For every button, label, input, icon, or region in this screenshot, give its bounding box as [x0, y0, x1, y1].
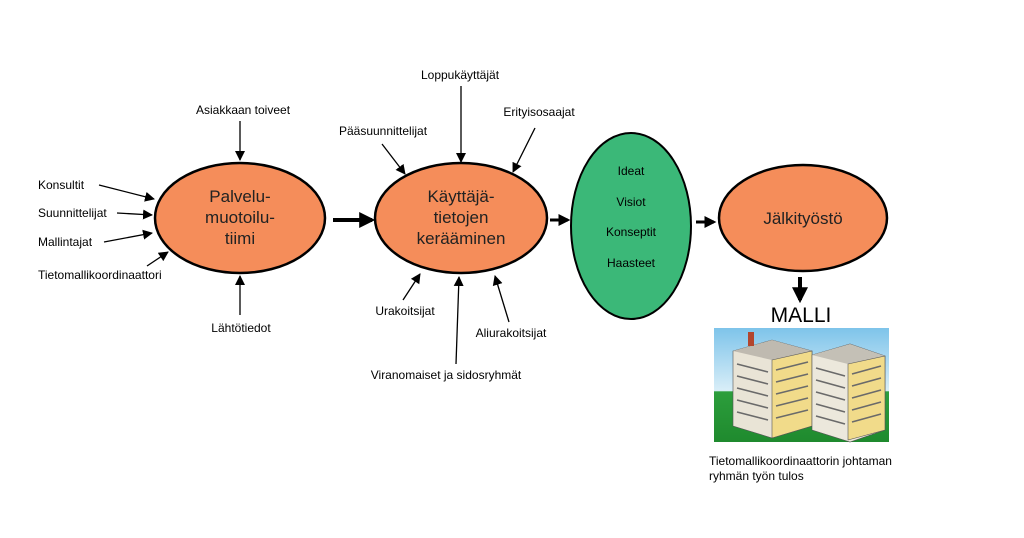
- kayttaja-label-line1: Käyttäjä-: [427, 187, 494, 206]
- arrow-mallintajat: [103, 229, 153, 243]
- kayttaja-label-line2: tietojen: [434, 208, 489, 227]
- ideat-ellipse: [570, 132, 692, 320]
- kayttaja-ellipse: [373, 161, 549, 275]
- input-urakoitsijat: Urakoitsijat: [375, 304, 435, 318]
- palvelu-ellipse: [153, 161, 327, 275]
- input-suunnittelijat: Suunnittelijat: [38, 206, 107, 220]
- input-paasuunnittelijat: Pääsuunnittelijat: [339, 124, 428, 138]
- arrow-erityisosaajat: [512, 127, 536, 173]
- node-jalkityosto: Jälkityöstö: [717, 163, 889, 273]
- ideat-item-konseptit: Konseptit: [606, 225, 657, 239]
- ideat-item-visiot: Visiot: [616, 195, 646, 209]
- input-mallintajat: Mallintajat: [38, 235, 93, 249]
- node-ideat: Ideat Visiot Konseptit Haasteet: [570, 132, 692, 320]
- arrow-konsultit: [98, 184, 155, 202]
- palvelu-label-line3: tiimi: [225, 229, 255, 248]
- kayttaja-inputs: Pääsuunnittelijat Loppukäyttäjät Erityis…: [339, 68, 575, 382]
- node-palvelumuotoilutiimi: Palvelu- muotoilu- tiimi: [153, 161, 327, 275]
- jalkityosto-ellipse: [717, 163, 889, 273]
- input-aliurakoitsijat: Aliurakoitsijat: [476, 326, 547, 340]
- arrow-aliurakoitsijat: [492, 275, 510, 323]
- result-caption-line1: Tietomallikoordinaattorin johtaman: [709, 454, 892, 468]
- input-lahtotiedot: Lähtötiedot: [211, 321, 271, 335]
- arrow-suunnittelijat: [116, 209, 153, 220]
- arrow-paasuunnittelijat: [381, 143, 406, 175]
- palvelu-label-line1: Palvelu-: [209, 187, 270, 206]
- input-asiakkaan-toiveet: Asiakkaan toiveet: [196, 103, 291, 117]
- jalkityosto-label: Jälkityöstö: [763, 209, 842, 228]
- arrow-urakoitsijat: [402, 273, 421, 301]
- palvelu-inputs: Konsultit Suunnittelijat Mallintajat Tie…: [38, 103, 291, 335]
- input-viranomaiset: Viranomaiset ja sidosryhmät: [371, 368, 522, 382]
- arrow-tietomallikoordinaattori: [146, 251, 169, 267]
- arrow-viranomaiset: [453, 276, 464, 365]
- malli-title: MALLI: [771, 304, 832, 327]
- ideat-item-haasteet: Haasteet: [607, 256, 656, 270]
- input-konsultit: Konsultit: [38, 178, 85, 192]
- palvelu-label-line2: muotoilu-: [205, 208, 275, 227]
- input-tietomallikoordinaattori: Tietomallikoordinaattori: [38, 268, 162, 282]
- building-model-image: [714, 328, 889, 443]
- result-caption-line2: ryhmän työn tulos: [709, 469, 804, 483]
- input-loppukayttajat: Loppukäyttäjät: [421, 68, 500, 82]
- kayttaja-label-line3: kerääminen: [417, 229, 506, 248]
- input-erityisosaajat: Erityisosaajat: [503, 105, 575, 119]
- ideat-item-ideat: Ideat: [618, 164, 645, 178]
- node-kayttajatietojen-keraaminen: Käyttäjä- tietojen kerääminen: [373, 161, 549, 275]
